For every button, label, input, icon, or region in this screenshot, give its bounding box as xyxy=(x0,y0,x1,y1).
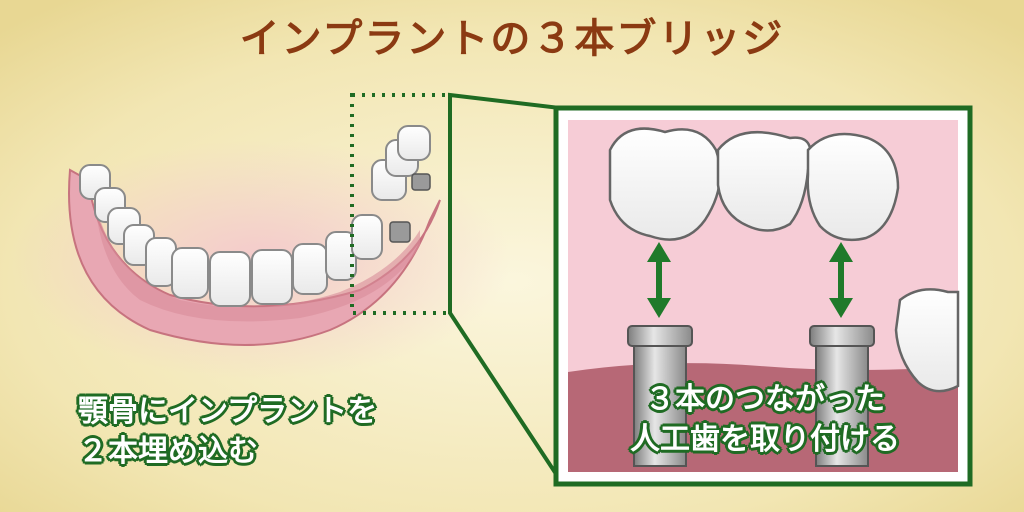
bridge-crown-icon xyxy=(608,127,900,242)
caption-right: ３本のつながった 人工歯を取り付ける xyxy=(630,382,900,457)
caption-left: 顎骨にインプラントを ２本埋め込む xyxy=(78,394,378,469)
zoom-panel xyxy=(553,105,973,487)
tooth-icon xyxy=(894,288,960,393)
tooth-icon xyxy=(79,125,431,307)
double-arrow-icon xyxy=(647,242,853,318)
implant-abutment-icon xyxy=(389,173,431,243)
page-title: インプラントの３本ブリッジ xyxy=(239,16,785,62)
implant-abutment-icon xyxy=(627,325,875,467)
lower-jaw-illustration xyxy=(68,168,441,346)
